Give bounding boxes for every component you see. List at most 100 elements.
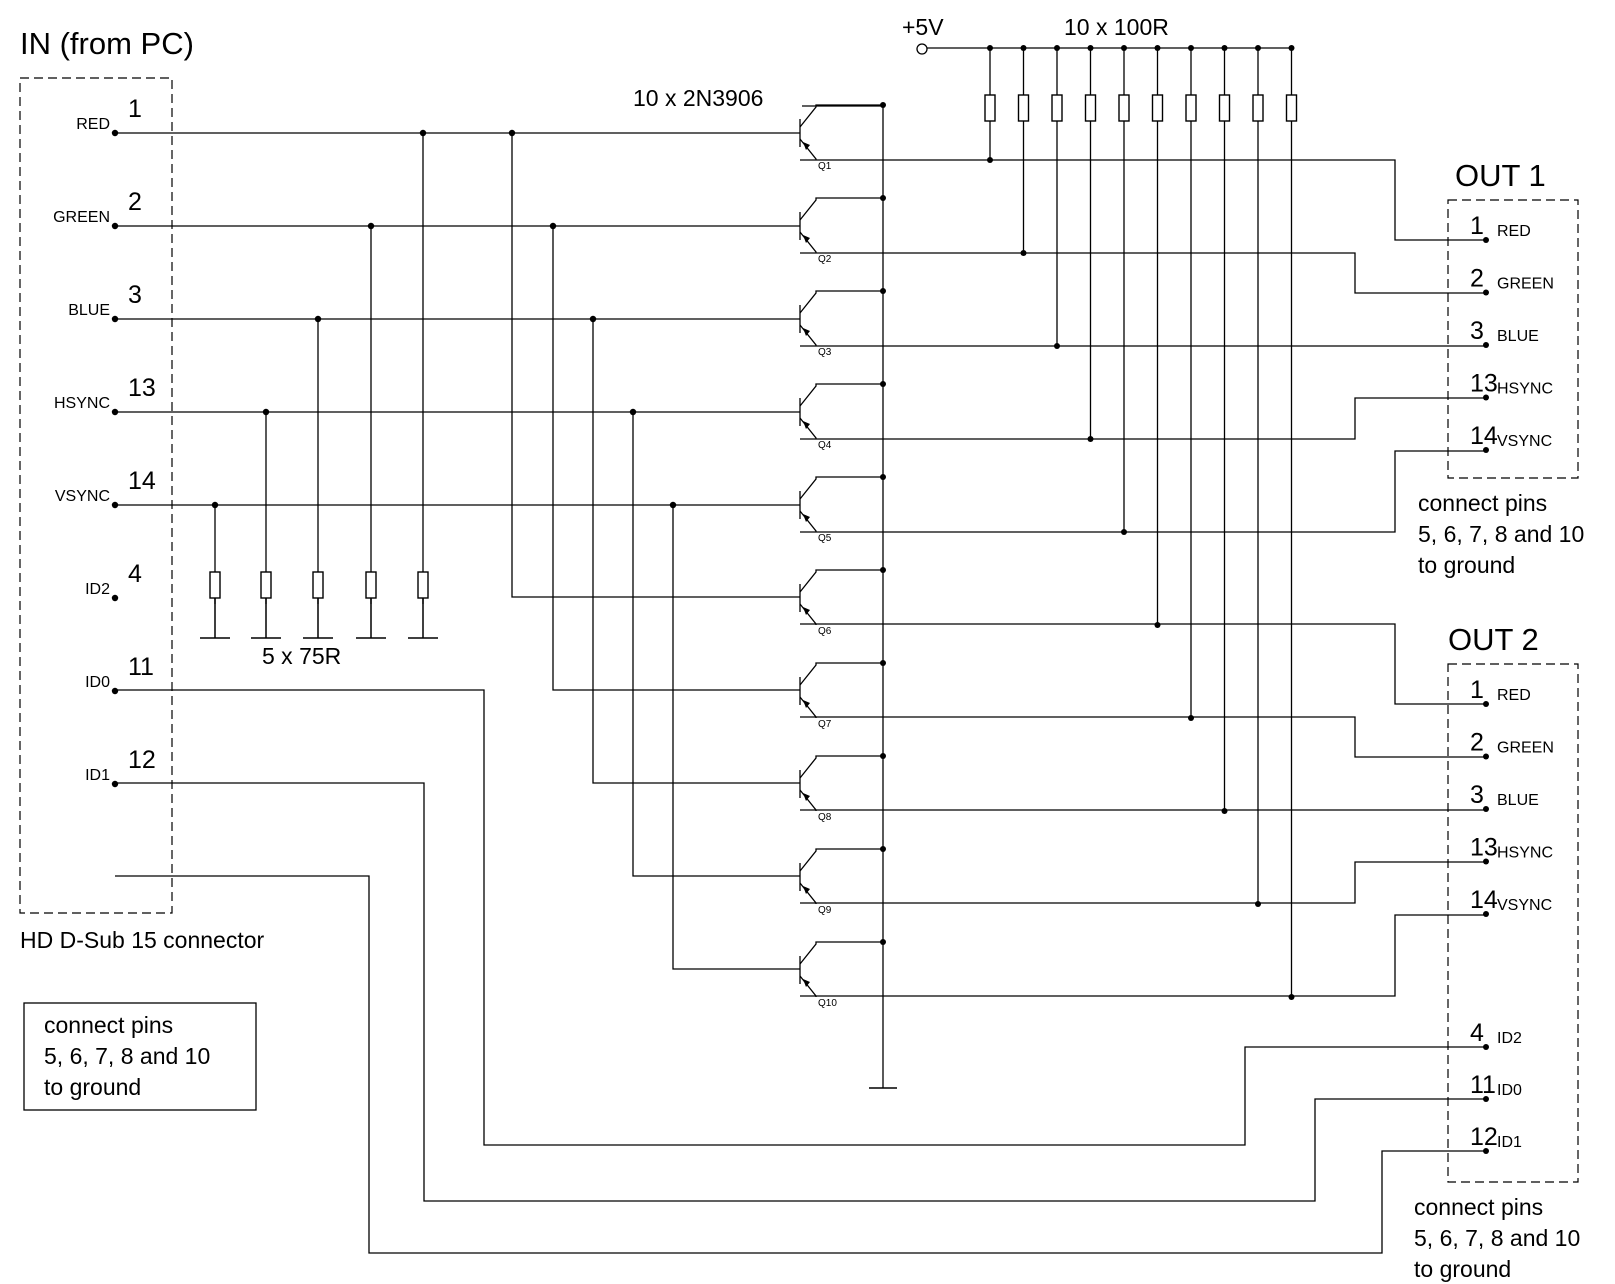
wire-q9-out2-hsync [800,861,1486,904]
resistor-100r [1017,45,1030,256]
supply-terminal [916,43,928,55]
out-pin-signal-label: HSYNC [1497,845,1553,862]
wire-q1-out1-red [800,159,1486,241]
wire-green-q7 [552,226,800,691]
out-pin-number: 3 [1470,781,1484,809]
out2-pin-blue: 3 BLUE [1470,781,1539,812]
out-pin-terminal [1483,911,1489,917]
transistor-q3: Q3 [799,288,886,358]
resistor-75r [408,571,438,639]
pullup-resistors [984,45,1298,1000]
out-pin-signal-label: VSYNC [1497,433,1552,450]
out-pin-signal-label: RED [1497,687,1531,704]
input-pin-terminal [111,687,119,695]
resistor-75r [356,571,386,639]
resistor-100r [1252,45,1264,907]
resistor-75r [251,571,281,639]
out-pin-terminal [1483,289,1489,296]
transistor-name: Q7 [818,719,832,730]
input-ground-note: connect pins 5, 6, 7, 8 and 10 to ground [23,1002,257,1111]
transistor-q4: Q4 [799,381,886,451]
output-routing [115,159,1486,1254]
wire-q5-out1-vsync [800,450,1486,533]
transistor-name: Q5 [818,533,832,544]
collector-bus [802,105,884,1088]
wire-red-q6 [511,133,800,598]
out2-outline [1447,663,1579,1183]
termination-resistors: 5 x 75R [200,571,438,669]
input-connector-title: IN (from PC) [20,26,194,61]
wire-blue-q8 [592,319,800,784]
out-pin-signal-label: ID0 [1497,1082,1522,1099]
transistor-name: Q1 [818,161,832,172]
collector-ground-bus [802,105,897,1089]
input-pin-signal-label: HSYNC [54,395,110,412]
input-connector-caption: HD D-Sub 15 connector [20,927,265,953]
input-pin-number: 4 [128,560,142,588]
input-pin-number: 3 [128,281,142,309]
transistor-name: Q4 [818,440,832,451]
pullup-label: 10 x 100R [1064,14,1169,40]
input-pin-id0: ID0 11 [85,653,154,695]
transistor-name: Q9 [818,905,832,916]
input-pin-signal-label: VSYNC [55,488,110,505]
input-pin-signal-label: ID1 [85,767,110,784]
out-pin-signal-label: BLUE [1497,792,1539,809]
resistor-100r [984,45,996,163]
wire-vsync-q10 [672,505,800,970]
out2-note-line-2: 5, 6, 7, 8 and 10 [1414,1225,1580,1251]
input-note-box [23,1002,257,1111]
input-signal-wires [115,129,800,970]
out-pin-number: 14 [1470,422,1498,450]
resistor-100r [1185,45,1197,721]
out-pin-terminal [1483,342,1489,348]
out-pin-number: 12 [1470,1123,1498,1151]
wire-id2 [115,689,1486,1146]
termination-label: 5 x 75R [262,643,341,669]
input-note-line-1: connect pins [44,1012,173,1038]
out-pin-number: 13 [1470,834,1498,862]
out-pin-number: 2 [1470,729,1484,757]
transistors-label: 10 x 2N3906 [633,85,763,111]
input-pin-number: 1 [128,95,142,123]
out-pin-terminal [1483,858,1489,865]
transistor-q8: Q8 [799,753,886,823]
out-pin-terminal [1483,1044,1489,1050]
out-pin-terminal [1483,753,1489,760]
transistor-name: Q2 [818,254,832,265]
out-pin-signal-label: GREEN [1497,740,1554,757]
input-pin-signal-label: BLUE [68,302,110,319]
out1-note-line-3: to ground [1418,552,1515,578]
input-pin-signal-label: GREEN [53,209,110,226]
resistor-75r [200,571,230,639]
out-pin-terminal [1483,447,1489,453]
resistor-100r [1084,45,1097,442]
input-connector-outline [19,77,173,914]
out1-note-line-1: connect pins [1418,490,1547,516]
input-pin-number: 11 [128,653,154,681]
resistor-100r [1151,45,1164,628]
input-pins: RED1GREEN2BLUE3HSYNC13VSYNC14ID24ID011ID… [53,95,156,788]
out2-title: OUT 2 [1448,622,1539,657]
out-pin-terminal [1483,394,1489,401]
output-connector-1: OUT 1 connect pins 5, 6, 7, 8 and 10 to … [1418,158,1584,578]
transistor-name: Q6 [818,626,832,637]
out-pin-signal-label: GREEN [1497,276,1554,293]
resistor-75r [303,571,333,639]
input-pin-signal-label: ID2 [85,581,110,598]
input-pin-signal-label: ID0 [85,674,110,691]
out-pin-number: 1 [1470,212,1484,240]
out1-note-line-2: 5, 6, 7, 8 and 10 [1418,521,1584,547]
out-pin-terminal [1483,1148,1489,1154]
input-pin-blue: BLUE 3 [68,281,142,323]
